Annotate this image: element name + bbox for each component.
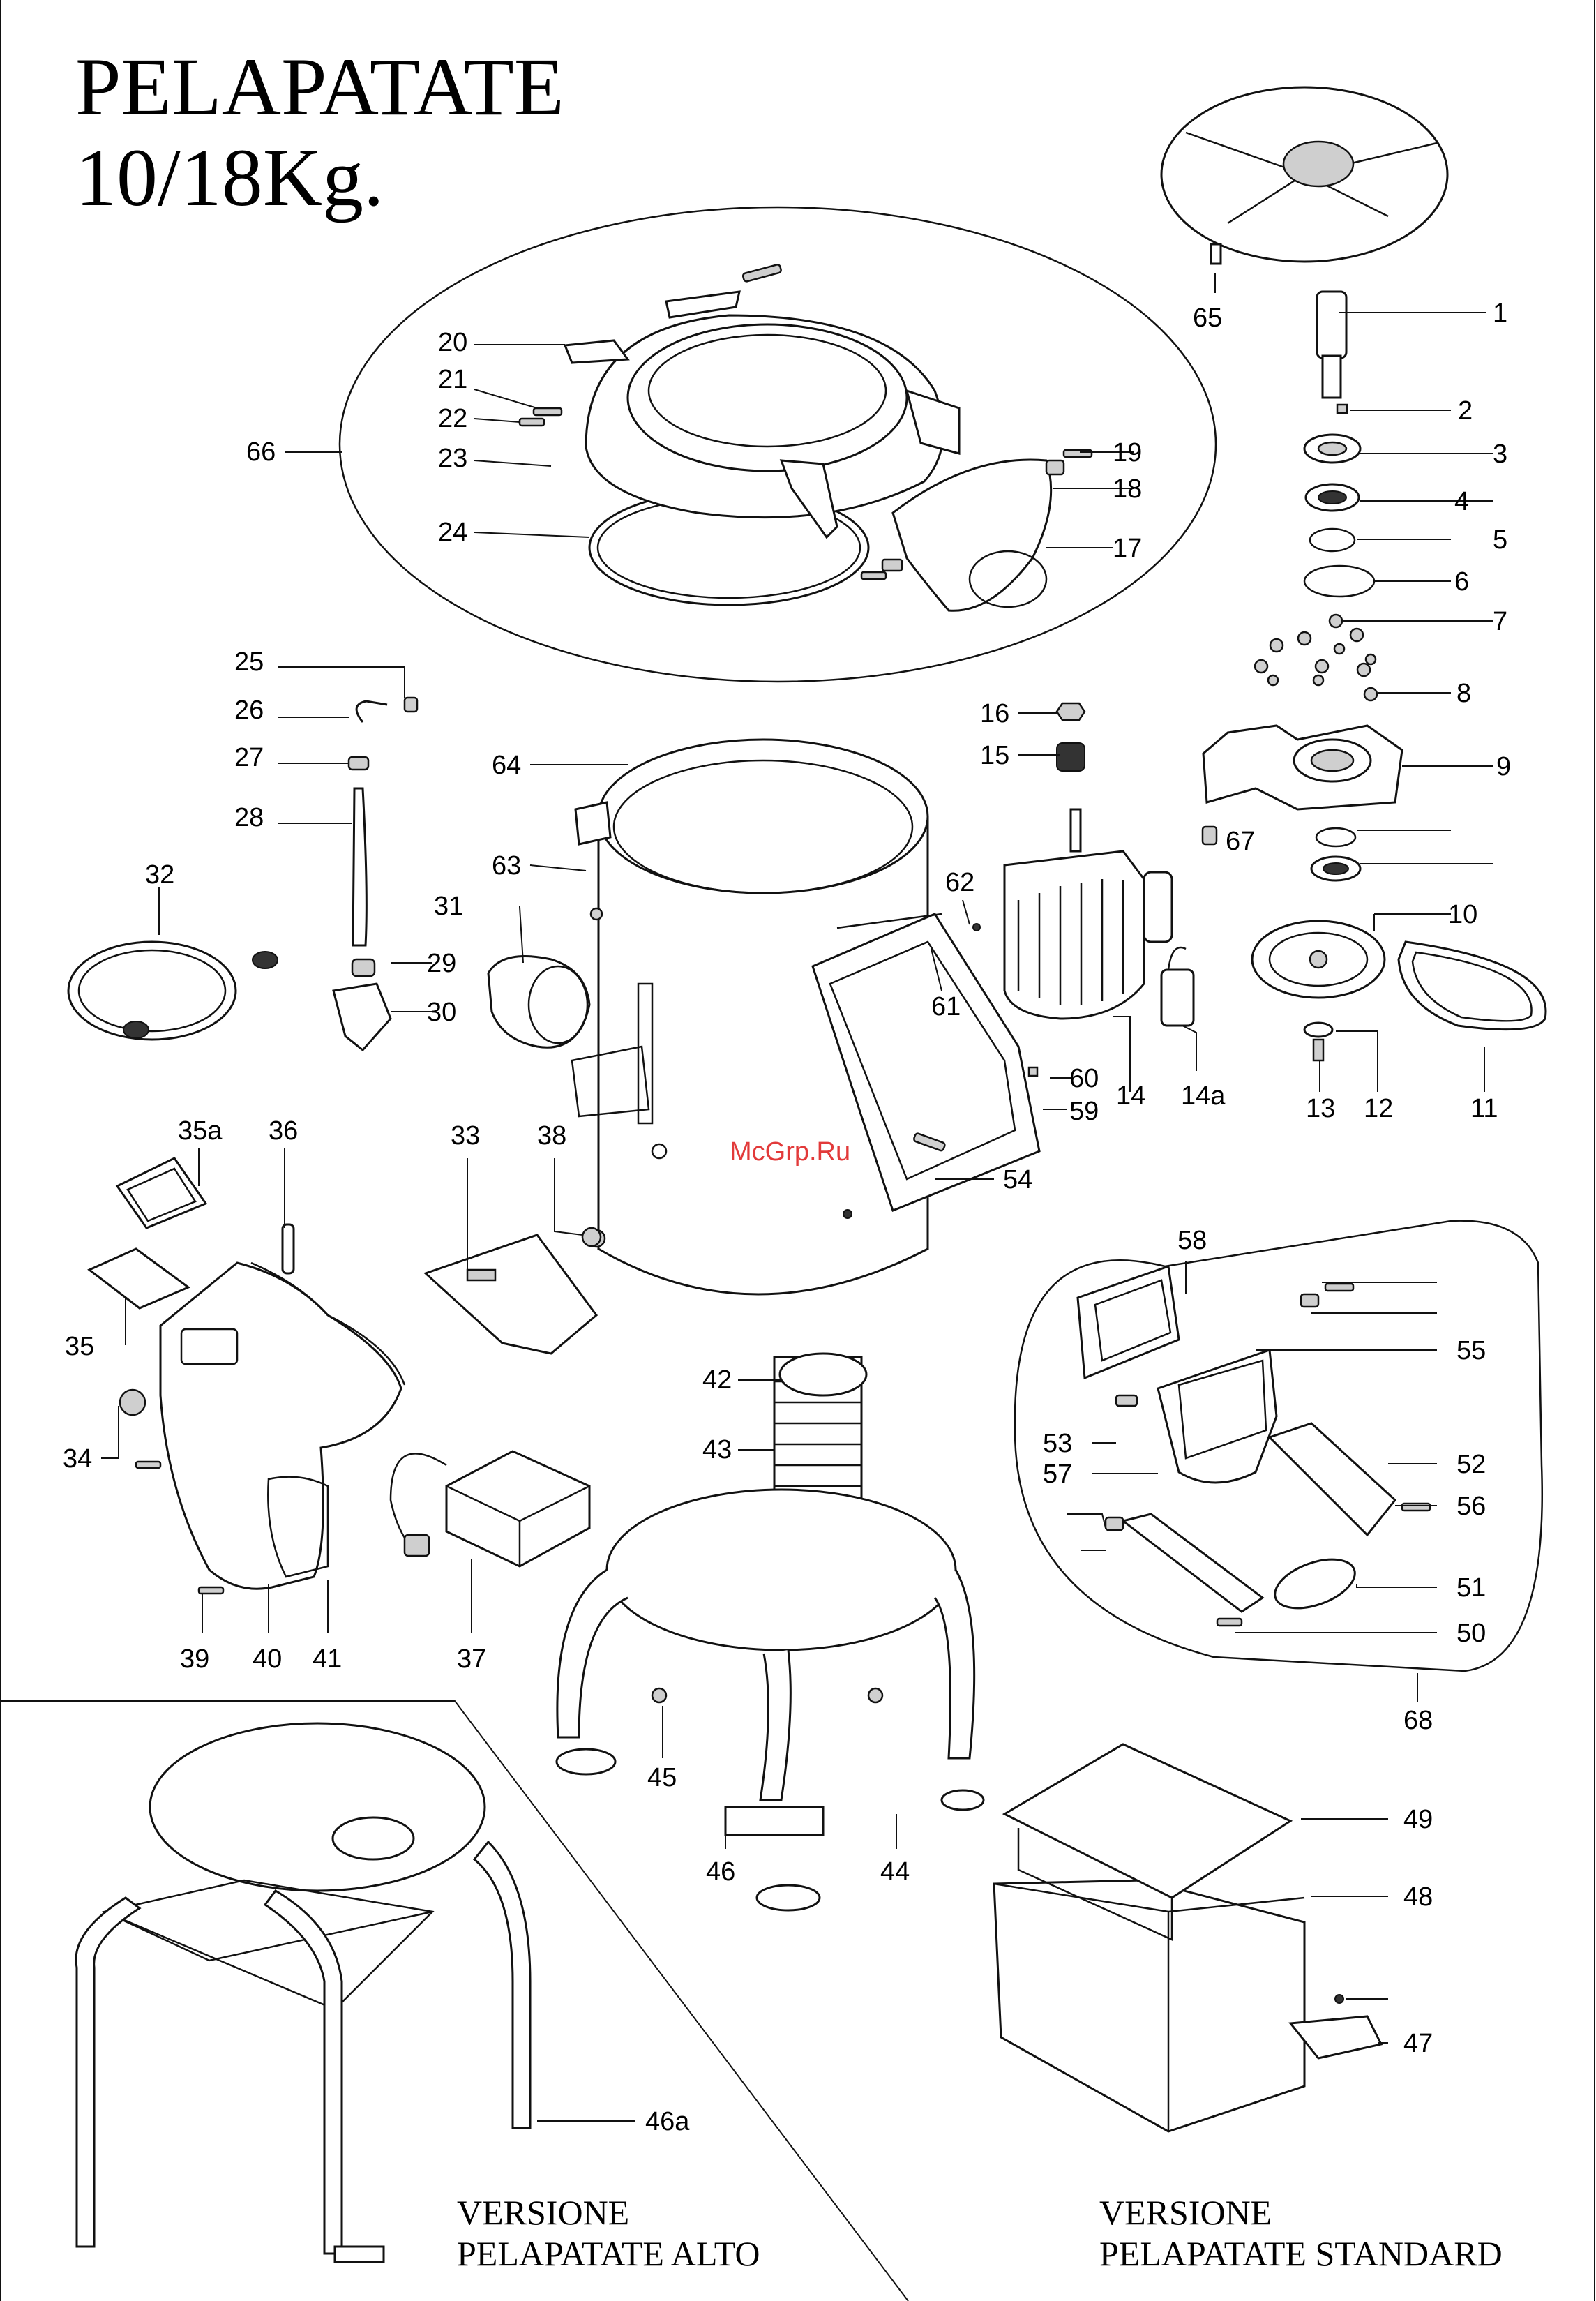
part-label: 56 [1456,1492,1486,1521]
part-label: 12 [1364,1094,1393,1123]
part-label: 46 [706,1857,735,1887]
part-label: 13 [1306,1094,1335,1123]
part-label: 44 [880,1857,910,1887]
part-label: 28 [234,803,264,832]
part-label: 43 [702,1435,732,1464]
part-label: 9 [1496,752,1511,781]
caption-alto-line-2: PELAPATATE ALTO [457,2233,760,2274]
part-label: 45 [647,1763,677,1792]
part-label: 32 [145,860,174,890]
part-label: 27 [234,743,264,772]
part-label: 62 [945,868,974,897]
part-label: 47 [1403,2029,1433,2058]
part-label: 5 [1493,525,1507,555]
part-label: 30 [427,998,456,1027]
part-label: 49 [1403,1805,1433,1834]
part-label: 37 [457,1644,486,1674]
part-label: 38 [537,1121,566,1150]
part-label: 11 [1470,1094,1498,1123]
part-label: 58 [1177,1226,1207,1255]
caption-standard: VERSIONE PELAPATATE STANDARD [1099,2192,1503,2274]
part-label: 53 [1043,1429,1072,1458]
part-label: 60 [1069,1064,1099,1093]
caption-standard-line-1: VERSIONE [1099,2192,1503,2233]
part-label: 61 [931,992,961,1021]
part-label: 54 [1003,1165,1032,1194]
part-label: 24 [438,518,467,547]
part-label: 25 [234,647,264,677]
part-label: 19 [1113,438,1142,467]
part-label: 42 [702,1365,732,1395]
part-label: 26 [234,696,264,725]
part-label: 35 [65,1332,94,1361]
part-label: 52 [1456,1450,1486,1479]
part-label: 8 [1456,679,1471,708]
part-label: 57 [1043,1460,1072,1489]
lid-assembly [340,207,1216,682]
part-label: 31 [434,892,463,921]
part-label: 64 [492,751,521,780]
part-label: 36 [269,1116,298,1146]
disc-and-shaft [1161,87,1546,1060]
part-label: 4 [1454,487,1469,516]
part-label: 33 [451,1121,480,1150]
caption-alto: VERSIONE PELAPATATE ALTO [457,2192,760,2274]
part-label: 50 [1456,1619,1486,1648]
part-label: 18 [1113,474,1142,504]
part-label: 17 [1113,534,1142,563]
part-label: 2 [1458,396,1473,426]
part-label: 40 [253,1644,282,1674]
high-stand [76,1723,530,2262]
part-label: 39 [180,1644,209,1674]
part-label: 15 [980,741,1009,770]
part-label: 14a [1181,1081,1226,1111]
part-label: 67 [1226,827,1255,856]
part-label: 66 [246,437,276,467]
control-parts [89,1158,601,1594]
collection-box [994,1744,1381,2131]
watermark: McGrp.Ru [730,1137,850,1167]
part-label: 23 [438,444,467,473]
door-assembly [1015,1221,1542,1671]
caption-standard-line-2: PELAPATATE STANDARD [1099,2233,1503,2274]
part-label: 51 [1456,1573,1486,1603]
caption-alto-line-1: VERSIONE [457,2192,760,2233]
part-label: 21 [438,365,467,394]
part-label: 16 [980,699,1009,728]
part-label: 7 [1493,607,1507,636]
part-label: 34 [63,1444,92,1474]
part-label: 35a [178,1116,223,1146]
part-label: 3 [1493,440,1507,469]
base-stand [557,1354,984,1910]
part-label: 65 [1193,303,1222,333]
part-label: 46a [645,2107,690,2136]
part-label: 29 [427,949,456,978]
part-label: 6 [1454,567,1469,597]
part-label: 1 [1493,299,1507,328]
part-label: 20 [438,328,467,357]
part-label: 10 [1448,900,1477,929]
part-label: 14 [1116,1081,1145,1111]
part-label: 68 [1403,1706,1433,1735]
part-label: 55 [1456,1336,1486,1365]
part-label: 63 [492,851,521,880]
part-label: 48 [1403,1882,1433,1912]
part-label: 41 [313,1644,342,1674]
part-label: 22 [438,404,467,433]
part-label: 59 [1069,1097,1099,1126]
